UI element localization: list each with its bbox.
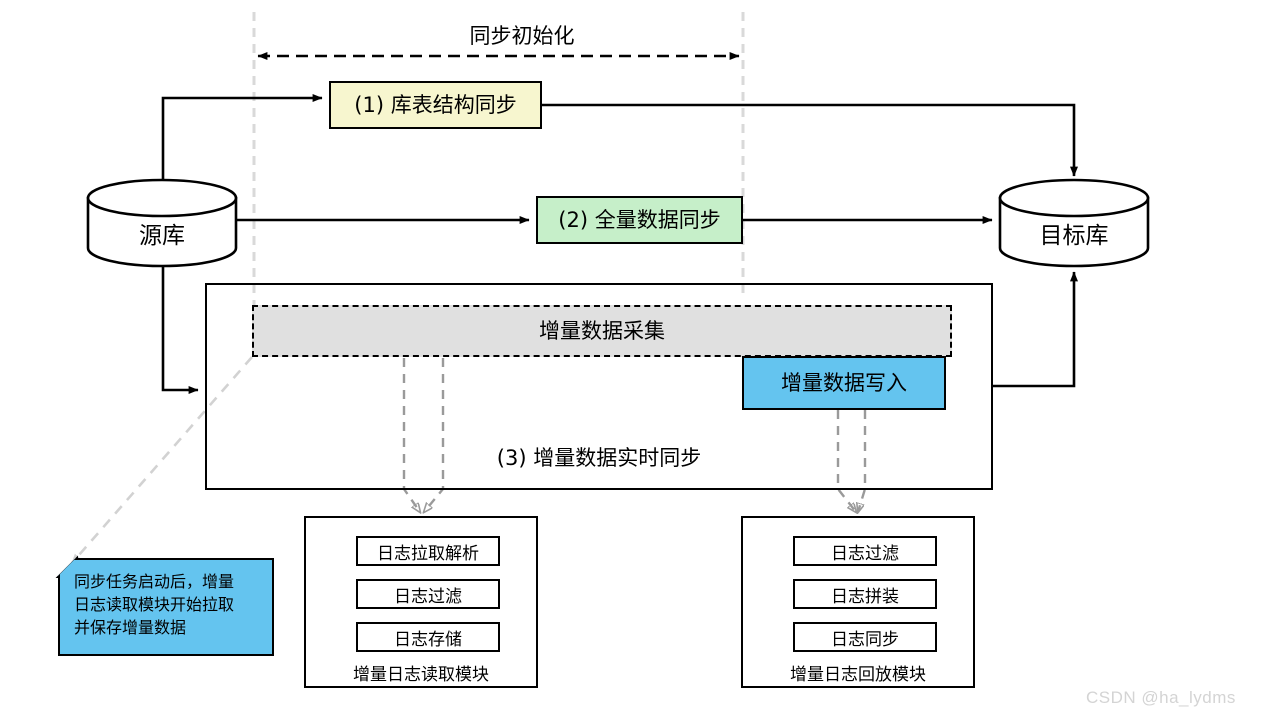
incremental-route bbox=[161, 248, 1078, 394]
read-module-item-2[interactable]: 日志过滤 bbox=[356, 579, 500, 609]
play-module-item-2[interactable]: 日志拼装 bbox=[793, 579, 937, 609]
incr-out-line bbox=[993, 271, 1078, 388]
incr-in-line bbox=[161, 248, 199, 394]
play-connector-a bbox=[836, 410, 856, 512]
incremental-sync-label: (3) 增量数据实时同步 bbox=[496, 445, 702, 470]
target-db-shape bbox=[998, 178, 1150, 268]
incremental-sync-container[interactable] bbox=[205, 283, 993, 490]
callout-note: 同步任务启动后，增量 日志读取模块开始拉取 并保存增量数据 bbox=[58, 558, 274, 656]
source-db-label: 源库 bbox=[139, 223, 185, 249]
read-module-item-3[interactable]: 日志存储 bbox=[356, 622, 500, 652]
play-module-title: 增量日志回放模块 bbox=[790, 665, 926, 685]
incremental-write-box[interactable]: 增量数据写入 bbox=[742, 356, 946, 410]
play-module-connectors bbox=[836, 410, 867, 512]
watermark: CSDN @ha_lydms bbox=[1086, 688, 1236, 707]
schema-sync-route bbox=[161, 94, 1078, 198]
target-db[interactable]: 目标库 bbox=[1000, 184, 1148, 262]
read-module-panel[interactable]: 日志拉取解析 日志过滤 日志存储 增量日志读取模块 bbox=[304, 516, 538, 688]
note-line-2: 日志读取模块开始拉取 bbox=[74, 595, 235, 615]
schema-out-line bbox=[542, 103, 1078, 177]
play-module-item-3[interactable]: 日志同步 bbox=[793, 622, 937, 652]
note-line-1: 同步任务启动后，增量 bbox=[74, 572, 235, 591]
play-module-item-1[interactable]: 日志过滤 bbox=[793, 536, 937, 566]
target-db-label: 目标库 bbox=[1039, 223, 1109, 249]
note-pointer bbox=[71, 356, 253, 564]
incremental-capture-box[interactable]: 增量数据采集 bbox=[252, 305, 952, 357]
full-data-sync-box[interactable]: (2) 全量数据同步 bbox=[536, 196, 743, 244]
sync-initialization-label: 同步初始化 bbox=[469, 23, 575, 48]
phase-guide-lines bbox=[252, 12, 745, 352]
schema-sync-box[interactable]: (1) 库表结构同步 bbox=[329, 81, 542, 129]
note-line-3: 并保存增量数据 bbox=[74, 618, 187, 638]
read-module-item-1[interactable]: 日志拉取解析 bbox=[356, 536, 500, 566]
schema-in-line bbox=[161, 94, 323, 198]
play-module-panel[interactable]: 日志过滤 日志拼装 日志同步 增量日志回放模块 bbox=[741, 516, 975, 688]
source-db-shape bbox=[86, 178, 238, 268]
source-db[interactable]: 源库 bbox=[88, 184, 236, 262]
read-module-title: 增量日志读取模块 bbox=[353, 665, 489, 685]
